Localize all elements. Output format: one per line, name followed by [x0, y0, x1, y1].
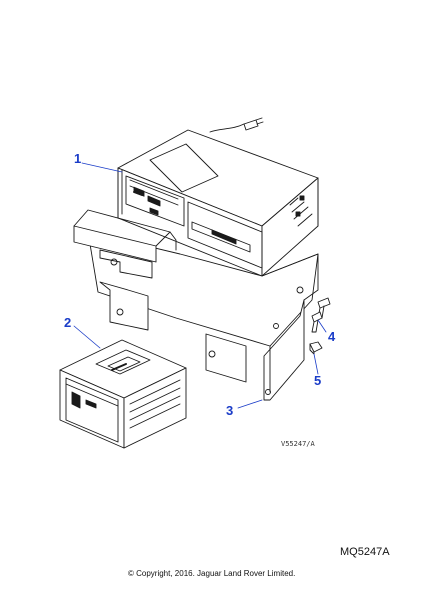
callout-4: 4: [328, 329, 336, 344]
bolt: [311, 297, 331, 333]
cd-unit-alternate: [59, 339, 187, 449]
copyright-notice: © Copyright, 2016. Jaguar Land Rover Lim…: [128, 569, 296, 578]
callout-1: 1: [74, 151, 82, 166]
part-code: MQ5247A: [340, 546, 390, 558]
nut: [309, 341, 323, 355]
callout-5: 5: [314, 373, 322, 388]
drawing-reference: V55247/A: [281, 440, 315, 448]
callout-leaders: [73, 162, 327, 409]
cd-changer-unit: [117, 117, 319, 277]
mounting-bracket: [73, 209, 319, 401]
callout-2: 2: [64, 315, 72, 330]
callout-3: 3: [226, 403, 234, 418]
